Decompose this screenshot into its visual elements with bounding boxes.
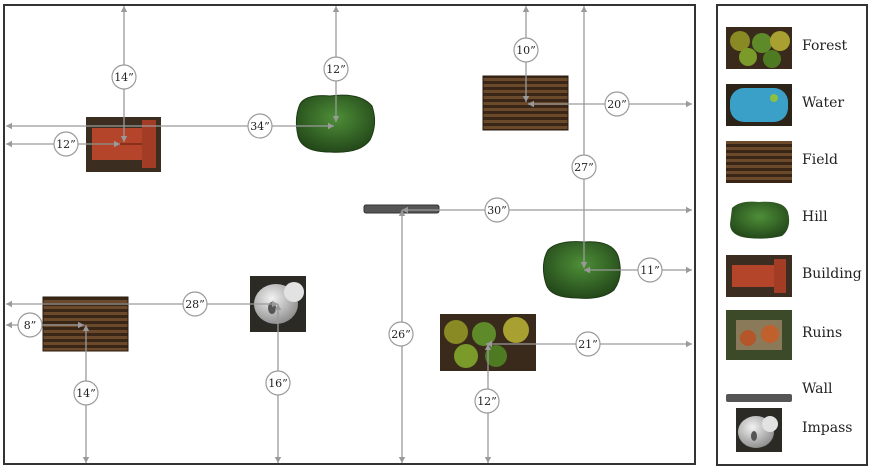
legend-label: Hill: [802, 209, 828, 225]
legend-item-impass: Impass: [718, 408, 870, 452]
legend-item-wall: Wall: [718, 369, 870, 413]
legend-label: Impass: [802, 420, 853, 436]
legend-label: Wall: [802, 381, 833, 397]
impass-swatch: [726, 408, 792, 452]
wall-swatch: [726, 387, 792, 402]
legend-label: Field: [802, 152, 838, 168]
forest-terrain: [440, 314, 536, 371]
hill-terrain-right: [542, 241, 621, 299]
legend-item-field: Field: [718, 140, 870, 184]
field-swatch: [726, 141, 792, 183]
legend-item-building: Building: [718, 254, 870, 298]
building-terrain: [86, 117, 161, 172]
hill-terrain-top: [295, 94, 376, 153]
legend-label: Building: [802, 266, 862, 282]
hill-swatch: [726, 198, 792, 240]
legend-item-water: Water: [718, 83, 870, 127]
forest-swatch: [726, 27, 792, 69]
field-terrain-bottom-left: [42, 296, 129, 352]
water-swatch: [726, 84, 792, 126]
legend-label: Forest: [802, 38, 848, 54]
impassable-terrain: [250, 276, 306, 332]
legend-item-ruins: Ruins: [718, 310, 870, 360]
wall-terrain: [363, 204, 440, 214]
ruins-swatch: [726, 310, 792, 360]
legend-item-forest: Forest: [718, 26, 870, 70]
legend-label: Ruins: [802, 325, 843, 341]
field-terrain-top-right: [482, 75, 569, 131]
legend-label: Water: [802, 95, 845, 111]
legend-item-hill: Hill: [718, 197, 870, 241]
building-swatch: [726, 255, 792, 297]
